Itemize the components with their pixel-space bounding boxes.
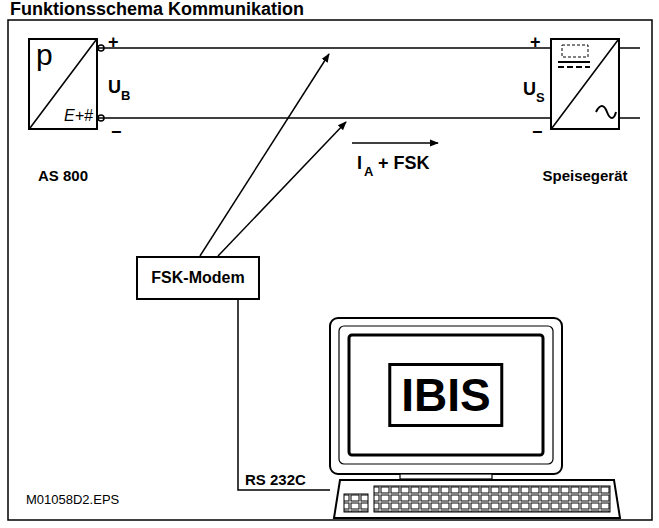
dc-symbol [558, 61, 590, 63]
modem-label: FSK-Modem [151, 270, 244, 286]
diagonal-line [30, 40, 96, 128]
power-supply-box: Speisegerät [550, 38, 620, 130]
outer-frame [8, 20, 652, 520]
dc-symbol [562, 45, 588, 57]
monitor-screen [349, 335, 543, 455]
output-wire [620, 117, 640, 119]
output-wire [620, 47, 640, 49]
coupling-line [200, 54, 329, 256]
drawing-number: M01058D2.EPS [26, 493, 119, 506]
monitor-bezel [339, 326, 553, 464]
voltage-symbol: U [108, 78, 121, 96]
supply-symbol [552, 40, 618, 128]
polarity-sign: − [532, 123, 543, 141]
interface-label: RS 232C [245, 472, 306, 487]
modem-box: FSK-Modem [136, 256, 260, 300]
connector-line [238, 300, 330, 490]
current-symbol: I [357, 154, 362, 172]
keyboard-keys [344, 494, 368, 512]
diagonal-line [552, 40, 618, 128]
voltage-subscript: S [536, 91, 545, 104]
keyboard-keys [374, 486, 610, 512]
connector-line [98, 117, 550, 119]
voltage-symbol: U [523, 80, 536, 98]
diagram-title: Funktionsschema Kommunikation [10, 0, 304, 18]
keyboard [334, 480, 620, 518]
transmitter-symbol: E+# [64, 108, 93, 124]
monitor-housing [330, 318, 562, 474]
transmitter-box: pE+#AS 800 [28, 38, 98, 130]
coupling-line [218, 122, 346, 256]
dc-symbol [558, 66, 590, 68]
pressure-symbol: p [36, 40, 53, 70]
voltage-subscript: B [121, 89, 130, 102]
device-label: Speisegerät [542, 168, 627, 183]
polarity-sign: + [108, 33, 119, 51]
ac-symbol [596, 106, 616, 118]
software-label: IBIS [388, 363, 503, 427]
connector-line [98, 47, 550, 49]
polarity-sign: − [111, 123, 122, 141]
device-label: AS 800 [38, 168, 88, 183]
computer: IBIS [330, 318, 622, 520]
signal-label: + FSK [378, 154, 430, 172]
current-subscript: A [364, 165, 373, 178]
current-arrow [352, 142, 438, 144]
monitor-base [400, 474, 492, 479]
polarity-sign: + [530, 33, 541, 51]
